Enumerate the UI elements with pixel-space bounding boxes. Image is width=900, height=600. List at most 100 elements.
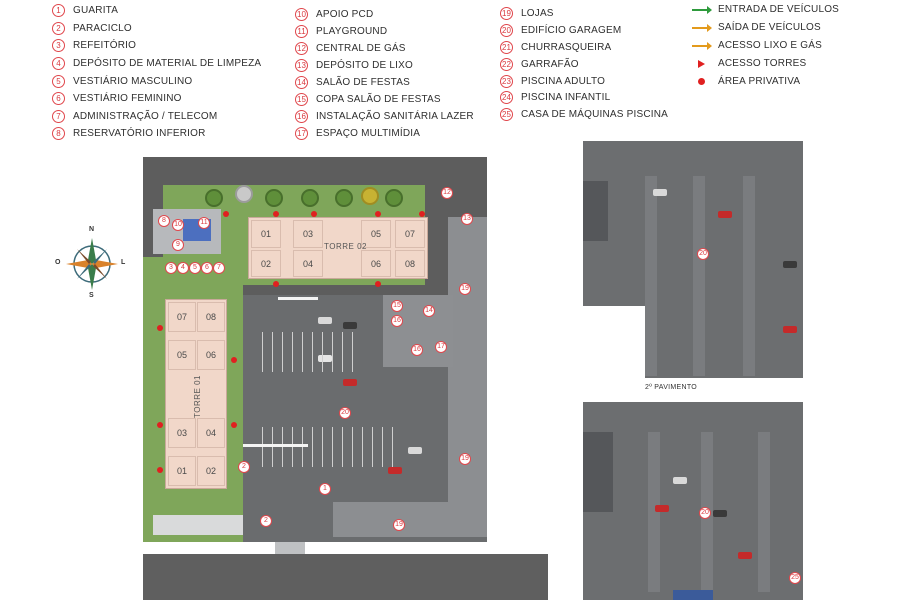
site-plan: 01 03 05 07 02 04 06 08 TORRE 02 07 08 0… [143,157,548,600]
legend-label: RESERVATÓRIO INFERIOR [73,128,206,139]
private-area-dot [375,281,381,287]
private-area-dot [273,211,279,217]
legend-item: 4 DEPÓSITO DE MATERIAL DE LIMPEZA [52,57,261,70]
legend-label: SALÃO DE FESTAS [316,77,410,88]
triangle-icon [697,59,705,68]
legend-label: REFEITÓRIO [73,40,137,51]
unit: 06 [361,250,391,277]
private-area-dot [375,211,381,217]
key-label: ACESSO TORRES [718,58,807,69]
legend-item: 20 EDIFÍCIO GARAGEM [500,24,621,37]
south-block [333,502,473,537]
car-icon [653,189,667,196]
area-badge: 12 [441,187,453,199]
unit: 03 [293,220,323,248]
legend-label: ADMINISTRAÇÃO / TELECOM [73,111,218,122]
aisle [693,176,705,376]
legend-label: DEPÓSITO DE MATERIAL DE LIMPEZA [73,58,262,69]
area-badge: 19 [459,453,471,465]
legend-number: 19 [500,7,513,20]
legend-item: 2 PARACICLO [52,22,132,35]
entry-gate [275,542,305,554]
legend-label: GUARITA [73,5,119,16]
legend-number: 4 [52,57,65,70]
area-badge: 8 [158,215,170,227]
legend-label: CHURRASQUEIRA [521,42,612,53]
area-badge: 13 [461,213,473,225]
unit: 06 [197,340,225,370]
legend-number: 5 [52,75,65,88]
garage-floor-1: 20 25 [583,402,803,600]
unit: 01 [168,456,196,486]
compass-east: L [121,259,126,266]
car-icon [673,477,687,484]
white-cut [583,306,645,378]
garage-floor-2: 20 [583,141,803,378]
street [143,554,548,600]
legend-number: 22 [500,58,513,71]
private-area-dot [157,325,163,331]
area-badge: 3 [165,262,177,274]
aisle [645,176,657,376]
unit: 05 [168,340,196,370]
tree-icon [335,189,353,207]
area-badge: 4 [177,262,189,274]
area-badge: 2 [260,515,272,527]
area-badge: 2 [238,461,250,473]
area-badge: 20 [339,407,351,419]
legend-label: APOIO PCD [316,9,374,20]
tower-label: TORRE 01 [192,375,202,418]
legend-number: 20 [500,24,513,37]
legend-item: 22 GARRAFÃO [500,58,579,71]
private-area-dot [223,211,229,217]
legend-number: 2 [52,22,65,35]
east-strip [448,217,487,537]
legend-label: COPA SALÃO DE FESTAS [316,94,441,105]
legend-number: 13 [295,59,308,72]
aisle [758,432,770,592]
entry-strip [153,515,243,535]
dot-icon [697,78,705,85]
legend-label: GARRAFÃO [521,59,579,70]
legend-item: 15 COPA SALÃO DE FESTAS [295,93,441,106]
parking-stalls [253,427,393,467]
car-icon [783,261,797,268]
unit: 07 [395,220,425,248]
legend-label: PISCINA INFANTIL [521,92,611,103]
area-badge: 11 [198,217,210,229]
legend-label: INSTALAÇÃO SANITÁRIA LAZER [316,111,474,122]
legend-number: 1 [52,4,65,17]
tree-icon [301,189,319,207]
legend-label: PARACICLO [73,23,132,34]
unit: 08 [197,302,225,332]
unit: 04 [197,418,225,448]
compass-north: N [89,226,95,233]
private-area-dot [311,211,317,217]
tree-icon [235,185,253,203]
compass-icon [66,238,118,290]
unit: 02 [251,250,281,277]
garage-badge: 25 [789,572,801,584]
garage-badge: 20 [697,248,709,260]
compass-south: S [89,292,94,299]
legend-label: EDIFÍCIO GARAGEM [521,25,622,36]
tower-02: 01 03 05 07 02 04 06 08 TORRE 02 [248,217,428,279]
legend-number: 15 [295,93,308,106]
legend-number: 7 [52,110,65,123]
area-badge: 15 [391,300,403,312]
garage-badge: 20 [699,507,711,519]
legend-number: 10 [295,8,308,21]
area-badge: 6 [201,262,213,274]
area-badge: 1 [319,483,331,495]
tree-icon [265,189,283,207]
